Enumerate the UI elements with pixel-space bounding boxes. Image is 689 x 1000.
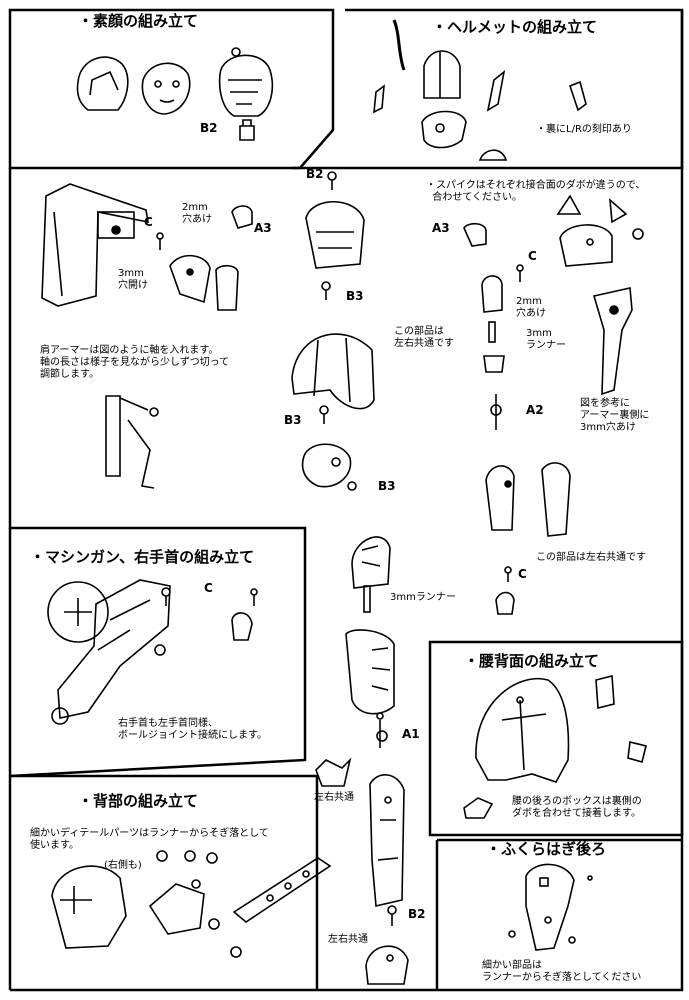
leg-part-a3: A3 xyxy=(432,221,450,235)
shoulder-drill-2mm: 2mm 穴あけ xyxy=(182,202,212,225)
center-lr-common-2: 左右共通 xyxy=(328,934,368,945)
panel-borders xyxy=(8,8,684,992)
gun-section-title: ・マシンガン、右手首の組み立て xyxy=(30,548,255,566)
gun-parts xyxy=(47,579,258,725)
helmet-parts xyxy=(373,19,587,161)
shoulder-note: 肩アーマーは図のように軸を入れます。 軸の長さは様子を見ながら少しずつ切って 調… xyxy=(40,345,230,380)
waist-parts xyxy=(463,674,647,819)
shoulder-part-a3: A3 xyxy=(254,221,272,235)
face-parts xyxy=(76,47,274,141)
center-part-b3-c: B3 xyxy=(378,479,396,493)
calf-note: 細かい部品は ランナーからそぎ落としてください xyxy=(482,960,642,983)
center-part-b3-b: B3 xyxy=(284,413,302,427)
leg-part-c: C xyxy=(528,249,537,263)
center-part-b2-bottom: B2 xyxy=(408,907,426,921)
waist-section-title: ・腰背面の組み立て xyxy=(464,652,600,670)
leg-shared-note: この部品は 左右共通です xyxy=(394,326,454,349)
leg-shared-note-2: この部品は左右共通です xyxy=(536,552,646,563)
back-section-title: ・背部の組み立て xyxy=(78,792,199,810)
shoulder-parts xyxy=(41,183,253,489)
back-parts xyxy=(51,850,332,958)
center-part-b3-a: B3 xyxy=(346,289,364,303)
center-parts xyxy=(291,171,409,985)
leg-ref-note: 図を参考に アーマー裏側に 3mm穴あけ xyxy=(580,398,650,433)
leg-part-a2: A2 xyxy=(526,403,544,417)
shoulder-part-c: C xyxy=(144,215,153,229)
leg-parts xyxy=(463,194,644,615)
helmet-section-title: ・ヘルメットの組み立て xyxy=(432,18,598,36)
leg-part-c2: C xyxy=(518,567,527,581)
center-lr-common: 左右共通 xyxy=(314,792,354,803)
waist-note: 腰の後ろのボックスは裏側の ダボを合わせて接着します。 xyxy=(512,796,642,819)
center-part-b2-top: B2 xyxy=(306,167,324,181)
gun-note: 右手首も左手首同様、 ボールジョイント接続にします。 xyxy=(118,718,267,741)
leg-runner-label: 3mm ランナー xyxy=(526,328,566,351)
leg-drill-2mm: 2mm 穴あけ xyxy=(516,296,546,319)
center-runner-label: 3mmランナー xyxy=(390,592,456,603)
gun-part-c: C xyxy=(204,581,213,595)
shoulder-drill-3mm: 3mm 穴開け xyxy=(118,268,148,291)
calf-section-title: ・ふくらはぎ後ろ xyxy=(486,840,607,858)
face-part-b2-label: B2 xyxy=(200,121,218,135)
back-right-side-label: (右側も) xyxy=(104,860,142,871)
face-section-title: ・素顔の組み立て xyxy=(78,12,199,30)
helmet-note: ・裏にL/Rの刻印あり xyxy=(536,124,632,135)
calf-parts xyxy=(508,863,593,951)
leg-spike-note: ・スパイクはそれぞれ接合面のダボが違うので、 合わせてください。 xyxy=(426,180,646,203)
back-note: 細かいディテールパーツはランナーからそぎ落として 使います。 xyxy=(30,828,269,851)
center-part-a1: A1 xyxy=(402,727,420,741)
